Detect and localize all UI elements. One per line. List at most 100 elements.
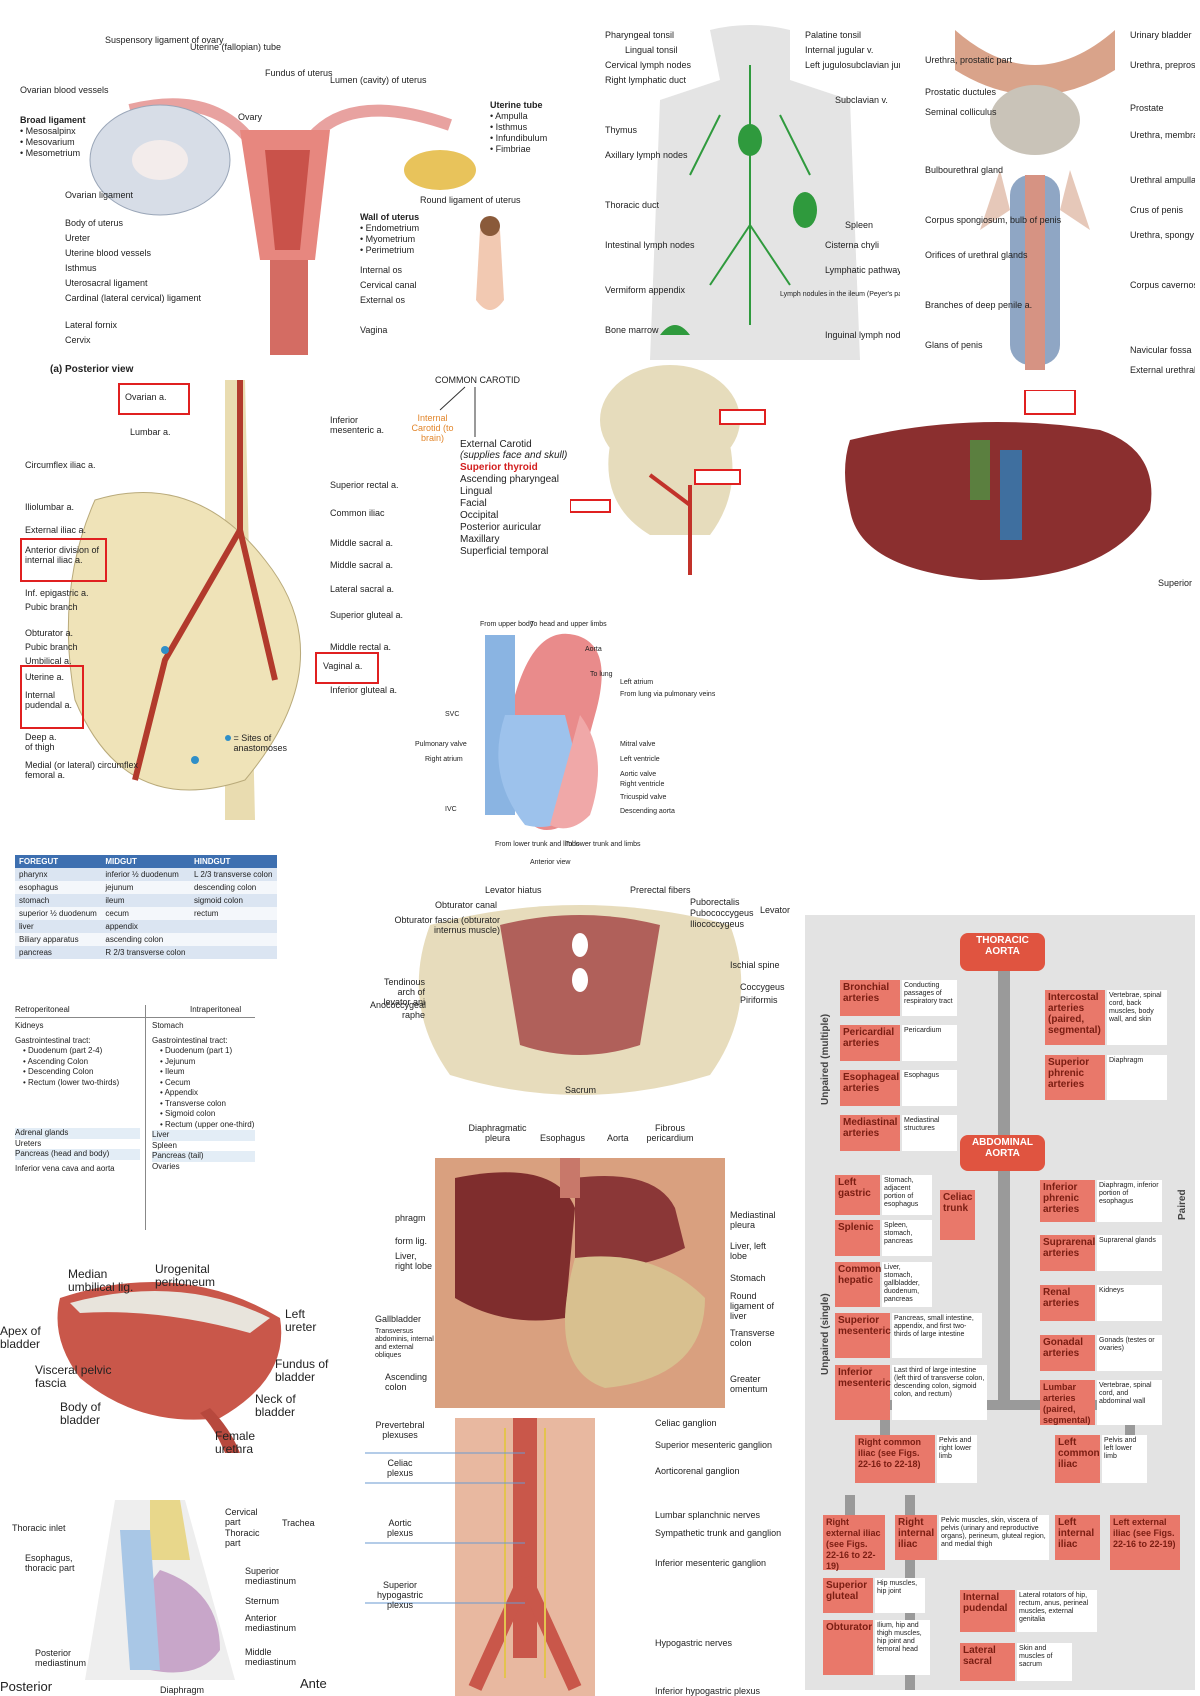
- side-label-unpaired-multiple: Unpaired (multiple): [820, 1013, 831, 1105]
- iliac-label: Middle sacral a.: [330, 538, 394, 548]
- bladder-label: Urogenital peritoneum: [155, 1262, 216, 1289]
- heart-label: Tricuspid valve: [620, 794, 667, 801]
- heart-illustration: [485, 633, 602, 830]
- carotid-branch: Facial: [460, 498, 487, 509]
- uterus-label: Ureter: [65, 233, 91, 243]
- uterus-label: Cardinal (lateral cervical) ligament: [65, 293, 202, 303]
- urethra-label: Orifices of urethral glands: [925, 250, 1028, 260]
- retro-item: Adrenal glands: [15, 1128, 140, 1139]
- retro-item: • Duodenum (part 1): [160, 1046, 233, 1055]
- retro-item: Inferior vena cava and aorta: [15, 1163, 115, 1173]
- iliac-label: Middle rectal a.: [330, 642, 392, 652]
- common-hepatic-node: Common hepatic: [835, 1262, 881, 1307]
- pelvis-illustration: [67, 380, 301, 820]
- urethra-label: Corpus cavernosum: [1130, 280, 1195, 290]
- retro-item: • Ascending Colon: [23, 1056, 89, 1066]
- retro-item: • Duodenum (part 2-4): [23, 1046, 103, 1055]
- celiac-trunk-node: Celiac trunk: [940, 1190, 975, 1240]
- gut-cell: jejunum: [105, 883, 134, 892]
- esophageal-arteries-desc: Esophagus: [902, 1070, 957, 1106]
- splenic-desc: Spleen, stomach, pancreas: [882, 1220, 932, 1256]
- plexus-illustration: [365, 1418, 595, 1696]
- uterus-label: Ovarian blood vessels: [20, 85, 109, 95]
- left-external-iliac-node: Left external iliac (see Figs. 22-16 to …: [1110, 1515, 1180, 1570]
- uterus-label: Ovary: [238, 112, 263, 122]
- uterus-label: Uterine tube: [490, 100, 543, 110]
- mediastinum-label: Thoracic part: [225, 1528, 260, 1548]
- liver-orientation: Superior: [1158, 578, 1193, 588]
- carotid-title: COMMON CAROTID: [435, 375, 520, 385]
- gut-cell: ascending colon: [105, 935, 164, 944]
- gut-cell: esophagus: [19, 883, 59, 892]
- abdomen-label: Transversus abdominis, internal and exte…: [375, 1328, 434, 1359]
- abdomen-label: Ascending colon: [385, 1372, 428, 1392]
- superior-mesenteric-node: Superior mesenteric: [835, 1313, 891, 1358]
- uterus-label: Vagina: [360, 325, 388, 335]
- lymph-label: Left jugulosubclavian junction: [805, 60, 900, 70]
- lymph-label: Lymph nodules in the ileum (Peyer's patc…: [780, 291, 900, 298]
- heart-label: SVC: [445, 711, 460, 718]
- heart-label: Mitral valve: [620, 741, 656, 748]
- heart-label: Aortic valve: [620, 771, 657, 778]
- iliac-label: Obturator a.: [25, 628, 74, 638]
- retro-right-column: Stomach Gastrointestinal tract: • Duoden…: [152, 1021, 255, 1172]
- urethra-label: Crus of penis: [1130, 205, 1184, 215]
- retro-item: Ovaries: [152, 1161, 180, 1171]
- uterus-label: External os: [360, 295, 406, 305]
- uterus-label: Fundus of uterus: [265, 68, 333, 78]
- lymph-label: Pharyngeal tonsil: [605, 30, 675, 40]
- left-common-iliac-node: Left common iliac: [1055, 1435, 1100, 1483]
- skull-panel: [570, 365, 800, 575]
- mediastinum-label: Posterior mediastinum: [35, 1648, 87, 1668]
- bladder-label: Left ureter: [285, 1307, 317, 1334]
- urethra-label: Prostate: [1130, 103, 1164, 113]
- abdomen-label: Gallbladder: [375, 1314, 422, 1324]
- retro-item: Pancreas (head and body): [15, 1149, 140, 1160]
- abdomen-panel: Diaphragmatic pleura Esophagus Aorta Fib…: [375, 1118, 785, 1418]
- plexus-left-label: Aortic plexus: [386, 1518, 413, 1538]
- abdomen-label: phragm: [395, 1213, 426, 1223]
- liver-panel: Superior: [820, 390, 1195, 590]
- retro-divider: [145, 1005, 146, 1230]
- abdomen-label: Greater omentum: [730, 1374, 768, 1394]
- urethra-label: Navicular fossa: [1130, 345, 1192, 355]
- uterus-label: Lumen (cavity) of uterus: [330, 75, 427, 85]
- gut-cell: liver: [19, 922, 34, 931]
- plexus-left-label: Celiac plexus: [386, 1458, 413, 1478]
- carotid-branch: Posterior auricular: [460, 522, 542, 533]
- abdomen-label: Round ligament of liver: [730, 1291, 775, 1321]
- urethra-label: Seminal colliculus: [925, 107, 997, 117]
- internal-pudendal-desc: Lateral rotators of hip, rectum, anus, p…: [1017, 1590, 1097, 1632]
- mediastinal-arteries-desc: Mediastinal structures: [902, 1115, 957, 1151]
- iliac-boxed-label: Uterine a.: [25, 672, 65, 682]
- superior-phrenic-node: Superior phrenic arteries: [1045, 1055, 1105, 1100]
- retro-item: • Jejunum: [160, 1056, 196, 1066]
- mediastinum-label: Esophagus, thoracic part: [25, 1553, 75, 1573]
- highlight-box: [20, 665, 84, 729]
- carotid-internal: Internal Carotid (to brain): [411, 413, 454, 443]
- highlight-box: [20, 538, 107, 582]
- lymphatic-panel: Pharyngeal tonsil Lingual tonsil Cervica…: [600, 25, 900, 365]
- pelvic-floor-illustration: [418, 905, 742, 1095]
- retro-item: Stomach: [152, 1021, 184, 1030]
- urethra-panel: Urethra, prostatic part Prostatic ductul…: [905, 25, 1195, 390]
- heart-label: To head and upper limbs: [530, 621, 607, 628]
- plexus-left-label: Prevertebral plexuses: [375, 1420, 425, 1440]
- pericardial-arteries-desc: Pericardium: [902, 1025, 957, 1061]
- gut-cell: ileum: [105, 896, 125, 905]
- mediastinum-label: Sternum: [245, 1596, 280, 1606]
- heart-caption: Anterior view: [530, 859, 571, 866]
- abdominal-aorta-node: ABDOMINAL AORTA: [960, 1135, 1045, 1171]
- uterus-label: • Endometrium: [360, 223, 420, 233]
- mediastinum-label: Superior mediastinum: [245, 1566, 297, 1586]
- bladder-illustration: [57, 1282, 282, 1453]
- uterus-label: Wall of uterus: [360, 212, 420, 222]
- inferior-mesenteric-desc: Last third of large intestine (left thir…: [892, 1365, 987, 1420]
- aorta-flowchart: THORACIC AORTA Unpaired (multiple) Unpai…: [805, 915, 1195, 1690]
- highlight-box: [315, 652, 379, 684]
- lymph-label: Thoracic duct: [605, 200, 660, 210]
- right-common-iliac-node: Right common iliac (see Figs. 22-16 to 2…: [855, 1435, 935, 1483]
- retro-item: [15, 1088, 140, 1128]
- abdomen-label: Stomach: [730, 1273, 766, 1283]
- gut-cell: pancreas: [19, 948, 52, 957]
